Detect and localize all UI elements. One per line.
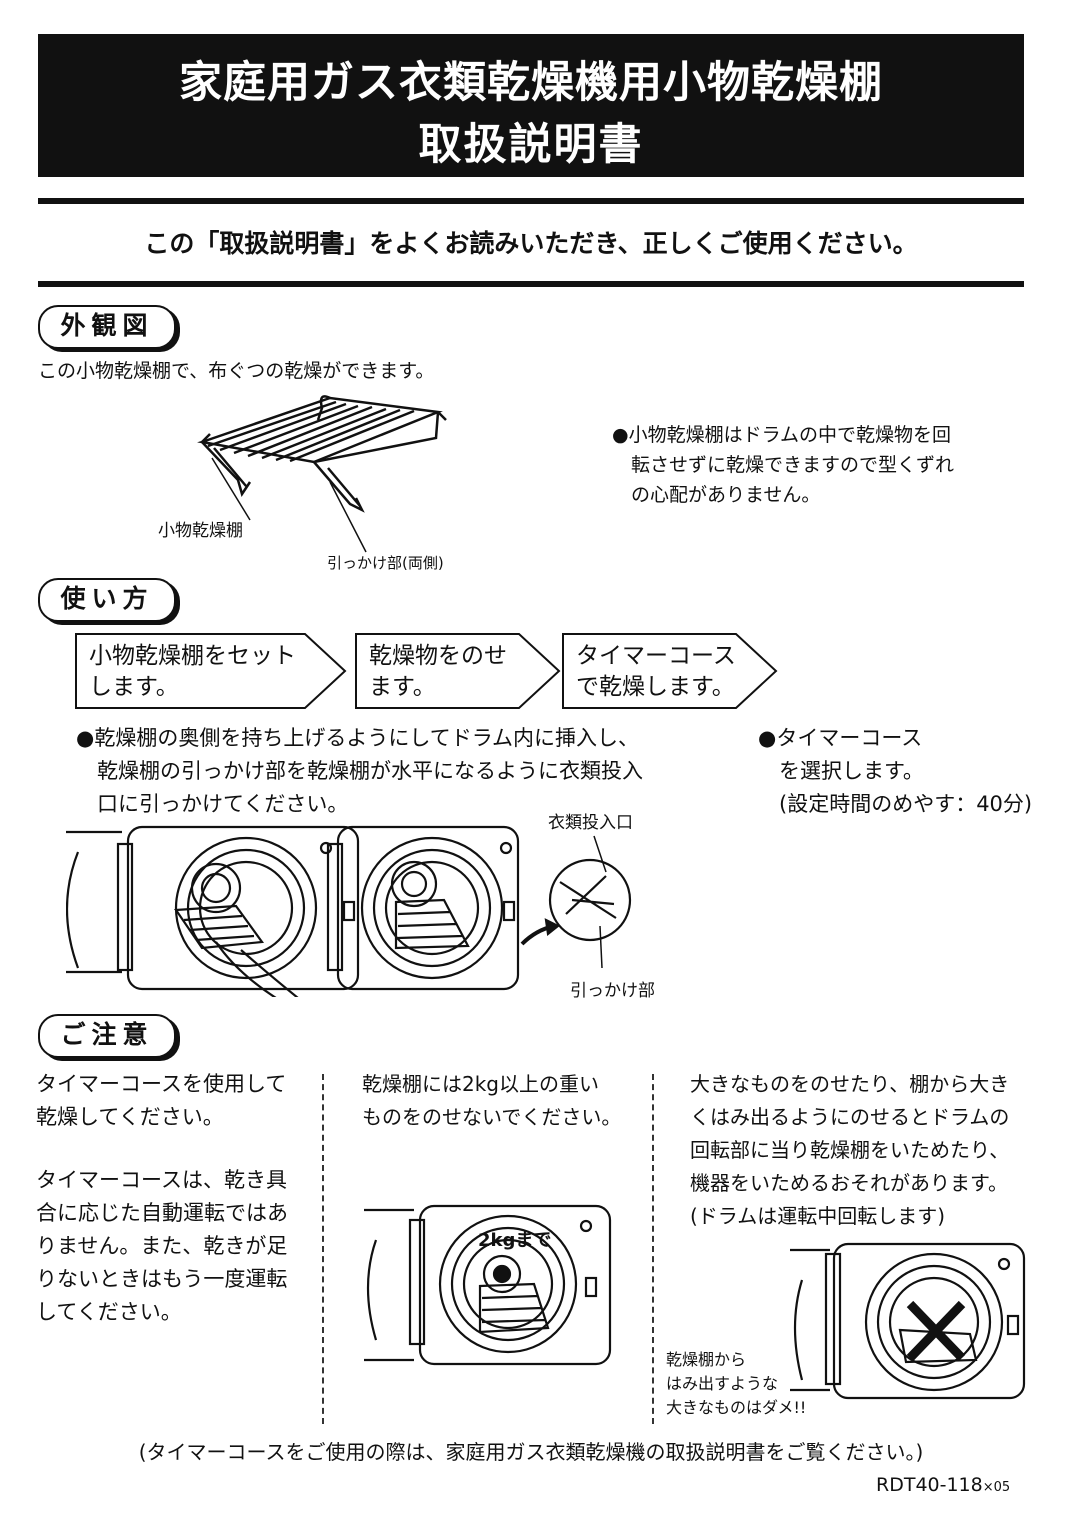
- appearance-heading: 外観図: [38, 305, 176, 349]
- document-code-main: RDT40-118: [876, 1474, 983, 1496]
- intro-divider: [38, 281, 1024, 287]
- title-line-2: 取扱説明書: [418, 120, 644, 170]
- caution-divider-2: [652, 1074, 654, 1424]
- intro-text: この「取扱説明書」をよくお読みいただき、正しくご使用ください。: [144, 229, 918, 258]
- two-kg-label: 2kgまで: [478, 1230, 552, 1251]
- caution-col1-p1: タイマーコースを使用して 乾燥してください。: [36, 1072, 287, 1129]
- step-3-text: タイマーコース で乾燥します。: [576, 643, 736, 700]
- top-divider: [38, 198, 1024, 204]
- title-line-1: 家庭用ガス衣類乾燥機用小物乾燥棚: [179, 58, 883, 108]
- step-1: 小物乾燥棚をセット します。: [75, 633, 347, 709]
- step-1-text: 小物乾燥棚をセット します。: [89, 643, 296, 700]
- oversize-label: 乾燥棚から はみ出すような 大きなものはダメ!!: [666, 1350, 807, 1417]
- rack-illustration: [197, 395, 447, 553]
- step-2: 乾燥物をのせ ます。: [355, 633, 561, 709]
- caution-col2: 乾燥棚には2kg以上の重い ものをのせないでください。: [362, 1072, 622, 1129]
- caution-col1-p2: タイマーコースは、乾き具 合に応じた自動運転ではあ りません。また、乾きが足 り…: [36, 1168, 288, 1324]
- inlet-label: 衣類投入口: [548, 813, 633, 833]
- hook-part-label: 引っかけ部: [570, 981, 655, 1001]
- usage-note-left: ●乾燥棚の奥側を持ち上げるようにしてドラム内に挿入し、 乾燥棚の引っかけ部を乾燥…: [76, 726, 643, 816]
- appearance-description: この小物乾燥棚で、布ぐつの乾燥ができます。: [38, 360, 435, 382]
- appearance-note: ●小物乾燥棚はドラムの中で乾燥物を回 転させずに乾燥できますので型くずれ の心配…: [612, 424, 955, 506]
- document-code: RDT40-118×05: [876, 1474, 1010, 1496]
- usage-illustrations: [66, 825, 632, 997]
- footer-note: (タイマーコースをご使用の際は、家庭用ガス衣類乾燥機の取扱説明書をご覧ください。…: [138, 1440, 924, 1464]
- caution-illustration-2kg: [364, 1204, 612, 1366]
- step-2-text: 乾燥物をのせ ます。: [369, 643, 507, 700]
- document-code-suffix: ×05: [982, 1480, 1011, 1495]
- rack-label: 小物乾燥棚: [158, 521, 243, 541]
- caution-heading: ご注意: [38, 1014, 176, 1058]
- caution-illustration-oversize: [790, 1242, 1026, 1400]
- title-banner: 家庭用ガス衣類乾燥機用小物乾燥棚 取扱説明書: [38, 34, 1024, 177]
- step-3: タイマーコース で乾燥します。: [562, 633, 778, 709]
- hook-label: 引っかけ部(両側): [327, 554, 444, 572]
- usage-heading: 使い方: [38, 578, 176, 622]
- usage-note-right: ●タイマーコース を選択します。 (設定時間のめやす：40分): [758, 726, 1033, 816]
- caution-divider-1: [322, 1074, 324, 1424]
- caution-col3: 大きなものをのせたり、棚から大き くはみ出るようにのせるとドラムの 回転部に当り…: [690, 1072, 1010, 1228]
